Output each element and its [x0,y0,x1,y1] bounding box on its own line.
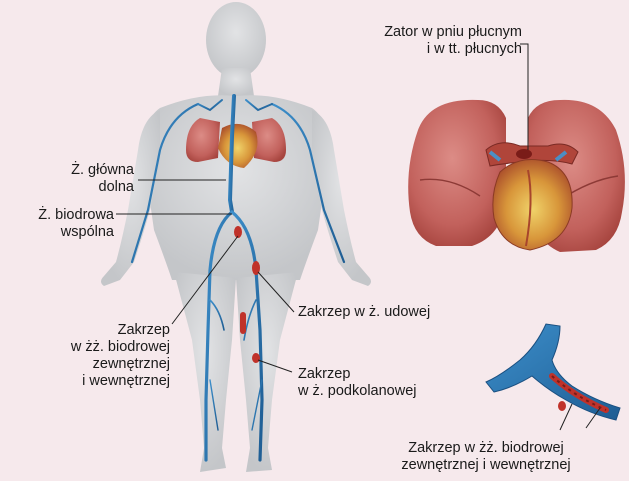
label-pulmonary-embolism: Zator w pniu płucnym i w tt. płucnych [346,24,522,58]
torso-lungs [186,118,286,168]
label-clot-iliac-detail: Zakrzep w żż. biodrowej zewnętrznej i we… [376,440,596,474]
clot-thigh-marker [240,312,246,334]
label-clot-popliteal: Zakrzep w ż. podkolanowej [298,366,468,400]
leader-pulmonary [520,44,528,150]
lungs-heart-detail [408,100,625,252]
label-common-iliac: Ż. biodrowa wspólna [20,207,114,241]
vein-bifurcation-detail [486,324,620,420]
label-clot-femoral: Zakrzep w ż. udowej [298,304,468,321]
label-clot-iliac: Zakrzep w żż. biodrowej zewnętrznej i we… [52,322,170,390]
clot-popliteal-marker [252,353,260,363]
label-ivc: Ż. główna dolna [34,162,134,196]
